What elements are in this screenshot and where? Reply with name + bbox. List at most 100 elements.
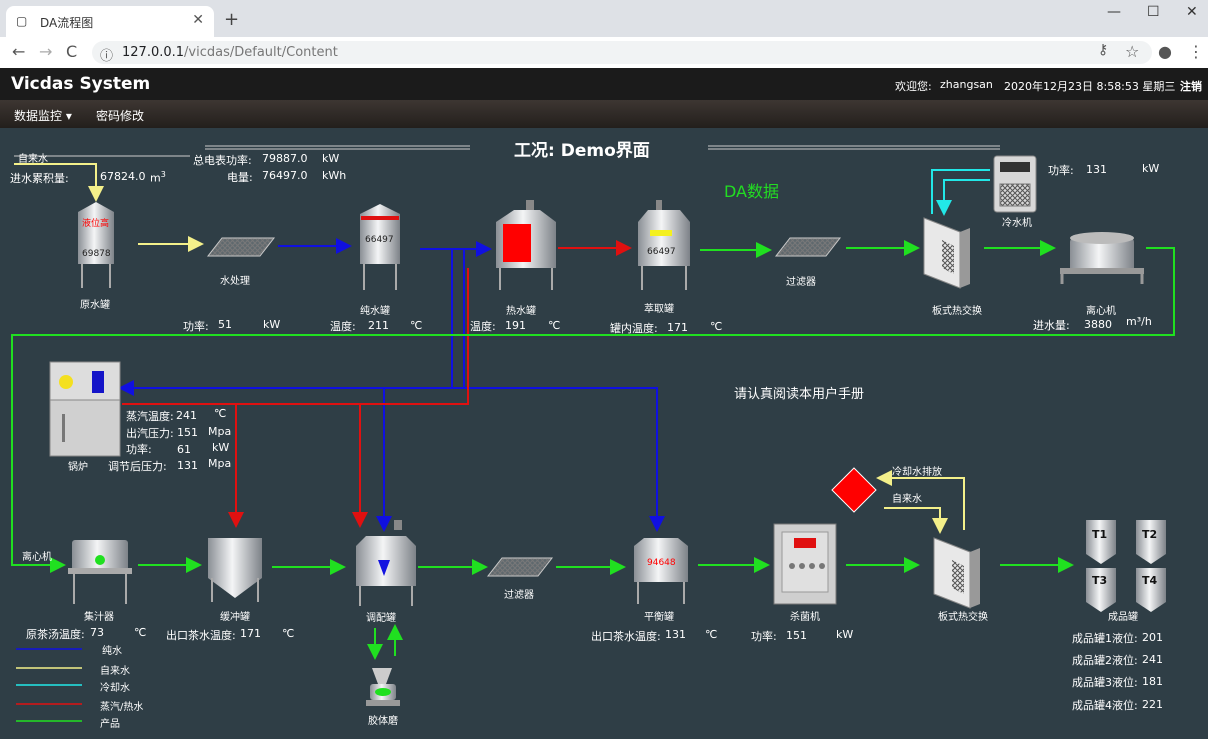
balance-out-temp-label: 出口茶水温度: (591, 630, 661, 643)
hot-temp-unit: ℃ (548, 319, 561, 332)
wt-power-value: 51 (218, 318, 232, 331)
raw-level-text: 液位高 (82, 219, 110, 229)
water-treatment-unit[interactable] (206, 237, 276, 257)
inflow-label: 进水量: (1033, 319, 1070, 332)
sterilizer-power-value: 151 (786, 629, 807, 642)
browser-menu-icon[interactable]: ⋮ (1188, 42, 1204, 61)
extract-temp-label: 罐内温度: (610, 322, 658, 335)
alarm-indicator[interactable] (831, 467, 877, 513)
tank-t1-label: T1 (1092, 528, 1108, 541)
balance-tank-value: 94648 (647, 558, 676, 568)
browser-tab-strip: ▢ DA流程图 ✕ + — ☐ ✕ (0, 0, 1208, 37)
adj-press-value: 131 (177, 459, 198, 472)
hot-water-tank[interactable] (496, 200, 556, 290)
welcome-label: 欢迎您: (895, 80, 932, 93)
tank-t3-label: T3 (1092, 574, 1108, 587)
tank-4-level-label: 成品罐4液位: (1072, 699, 1138, 712)
filter-1[interactable] (774, 237, 842, 257)
tank-1-level-label: 成品罐1液位: (1072, 632, 1138, 645)
minimize-button[interactable]: — (1107, 4, 1121, 20)
steam-press-value: 151 (177, 426, 198, 439)
juice-collector[interactable] (68, 540, 132, 604)
chiller-unit[interactable] (993, 155, 1037, 213)
boiler-power-value: 61 (177, 443, 191, 456)
forward-button[interactable]: → (39, 42, 53, 61)
mixing-tank[interactable] (356, 520, 416, 606)
back-button[interactable]: ← (12, 42, 26, 61)
boiler-power-unit: kW (212, 441, 230, 454)
boiler[interactable] (49, 361, 121, 457)
browser-tab[interactable]: ▢ DA流程图 ✕ (6, 6, 214, 37)
pure-temp-value: 211 (368, 319, 389, 332)
steam-temp-value: 241 (176, 409, 197, 422)
datetime: 2020年12月23日 8:58:53 星期三 (1004, 80, 1176, 93)
pure-water-tank[interactable] (360, 204, 400, 290)
url-text: 127.0.0.1/vicdas/Default/Content (122, 45, 338, 60)
extract-temp-value: 171 (667, 321, 688, 334)
buffer-tank-label: 缓冲罐 (220, 612, 250, 623)
address-bar[interactable]: ⓘ 127.0.0.1/vicdas/Default/Content (92, 41, 1152, 64)
steam-press-unit: Mpa (208, 425, 232, 438)
water-unit: m3 (150, 170, 166, 185)
menu-data-monitor[interactable]: 数据监控 ▾ (14, 109, 72, 123)
diagram-title: 工况: Demo界面 (514, 141, 650, 161)
pure-tank-label: 纯水罐 (360, 306, 390, 317)
star-icon[interactable]: ☆ (1125, 42, 1140, 61)
close-window-button[interactable]: ✕ (1186, 4, 1198, 20)
legend-tap-water: 自来水 (100, 666, 130, 677)
plate-heat-exchanger-2[interactable] (933, 537, 980, 609)
product-tank-label: 成品罐 (1108, 612, 1138, 623)
user-name: zhangsan (940, 78, 993, 91)
juice-collector-label: 集汁器 (84, 612, 114, 623)
extract-tank-value: 66497 (647, 247, 676, 257)
new-tab-button[interactable]: + (224, 9, 240, 30)
extract-tank-label: 萃取罐 (644, 304, 674, 315)
sterilizer-power-label: 功率: (751, 630, 777, 643)
outlet-tea-temp-unit: ℃ (282, 627, 295, 640)
chiller-power-value: 131 (1086, 163, 1107, 176)
tank-1-level-value: 201 (1142, 631, 1163, 644)
info-icon[interactable]: ⓘ (100, 49, 114, 64)
centrifuge[interactable] (1060, 232, 1144, 284)
url-host: 127.0.0.1 (122, 45, 185, 60)
tank-2-level-value: 241 (1142, 653, 1163, 666)
adj-press-unit: Mpa (208, 457, 232, 470)
maximize-button[interactable]: ☐ (1147, 4, 1160, 20)
plate-heat-exchanger-1[interactable] (923, 217, 970, 289)
menu-change-password[interactable]: 密码修改 (96, 109, 145, 123)
tab-close-icon[interactable]: ✕ (192, 12, 204, 28)
process-diagram: 工况: Demo界面 DA数据 请认真阅读本用户手册 自来水 进水累积量: 67… (0, 128, 1208, 739)
filter-1-label: 过滤器 (786, 277, 816, 288)
boiler-label: 锅炉 (68, 462, 88, 473)
key-icon[interactable]: ⚷ (1098, 42, 1109, 58)
legend-pure-water: 纯水 (102, 646, 122, 657)
brand-title: Vicdas System (11, 74, 151, 94)
steam-temp-label: 蒸汽温度: (126, 410, 174, 423)
hot-temp-value: 191 (505, 319, 526, 332)
raw-tank-value: 69878 (82, 249, 111, 259)
inflow-unit: m³/h (1126, 315, 1152, 328)
colloid-mill[interactable] (366, 668, 400, 706)
buffer-tank[interactable] (208, 538, 262, 602)
menu-bar: 数据监控 ▾ 密码修改 (0, 100, 1208, 128)
balance-out-temp-unit: ℃ (705, 628, 718, 641)
filter-2[interactable] (486, 557, 554, 577)
outlet-tea-temp-value: 171 (240, 627, 261, 640)
outlet-tea-temp-label: 出口茶水温度: (166, 629, 236, 642)
energy-label: 电量: (227, 171, 253, 184)
raw-water-tank[interactable] (78, 202, 114, 288)
balance-tank[interactable] (634, 538, 688, 604)
tab-title: DA流程图 (40, 16, 94, 30)
extraction-tank[interactable] (638, 200, 690, 290)
total-power-label: 总电表功率: (193, 154, 252, 167)
manual-notice[interactable]: 请认真阅读本用户手册 (734, 387, 865, 402)
sterilizer[interactable] (773, 523, 837, 605)
tap-water-2-label: 自来水 (892, 494, 922, 505)
water-unit-sup: 3 (160, 170, 166, 179)
app-header: Vicdas System 欢迎您: zhangsan 2020年12月23日 … (0, 68, 1208, 100)
reload-button[interactable]: C (66, 42, 78, 61)
product-tanks[interactable] (1086, 520, 1166, 612)
logout-link[interactable]: 注销 (1180, 80, 1202, 93)
account-icon[interactable]: ● (1158, 42, 1172, 61)
raw-tea-temp-value: 73 (90, 626, 104, 639)
